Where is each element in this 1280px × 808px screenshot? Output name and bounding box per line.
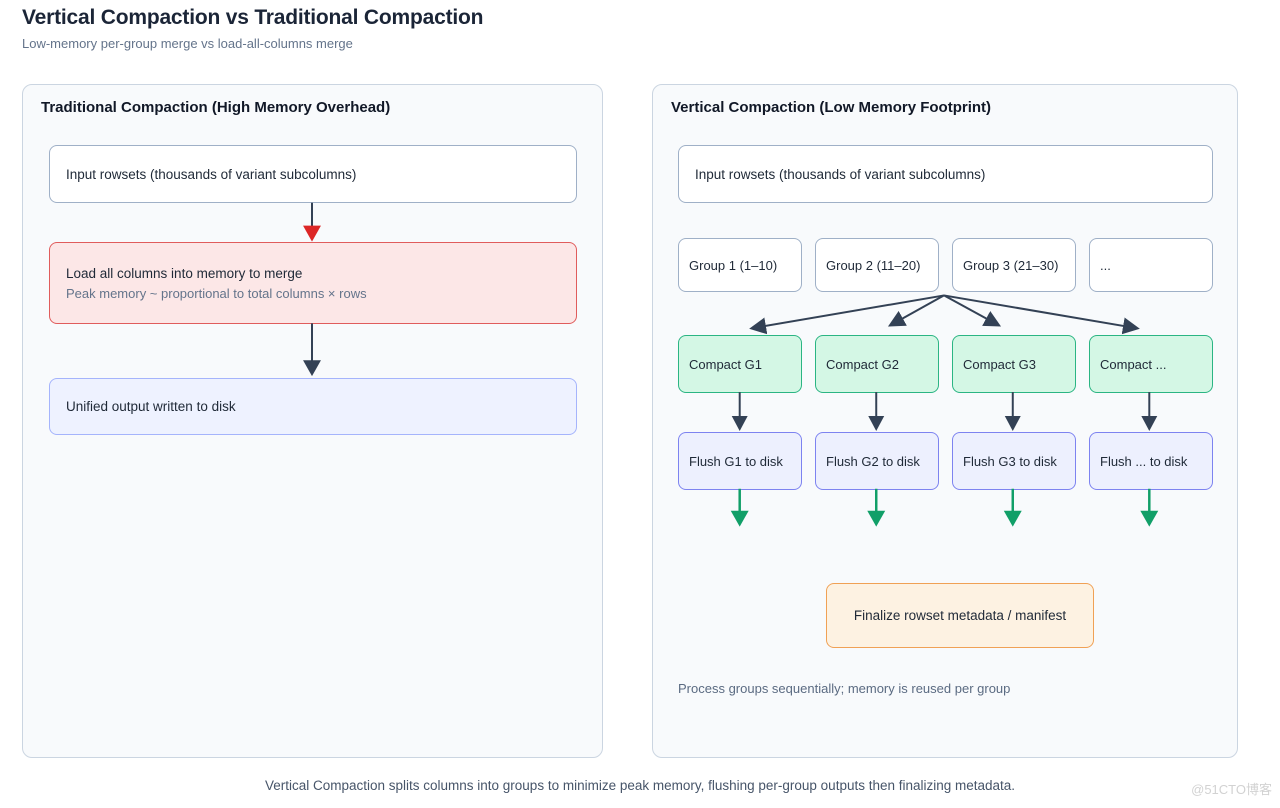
node-flush-ellipsis: Flush ... to disk [1089,432,1213,490]
node-group-1: Group 1 (1–10) [678,238,802,292]
dark-arrowhead-icon [303,360,321,377]
node-unified-output-label: Unified output written to disk [66,399,236,414]
bottom-caption: Vertical Compaction splits columns into … [264,778,1016,793]
node-group-3: Group 3 (21–30) [952,238,1076,292]
node-flush-g3: Flush G3 to disk [952,432,1076,490]
watermark: @51CTO博客 [1191,782,1272,797]
panel-traditional-title: Traditional Compaction (High Memory Over… [41,99,391,116]
sequential-note: Process groups sequentially; memory is r… [678,681,1011,696]
panel-vertical-title: Vertical Compaction (Low Memory Footprin… [671,99,992,116]
green-arrowhead-icon [730,510,749,527]
node-flush-g1: Flush G1 to disk [678,432,802,490]
node-input-rowsets-right: Input rowsets (thousands of variant subc… [678,145,1213,203]
node-finalize-metadata-label: Finalize rowset metadata / manifest [853,608,1067,623]
node-group-ellipsis: ... [1089,238,1213,292]
node-load-all-columns: Load all columns into memory to merge Pe… [49,242,577,324]
node-input-rowsets-left: Input rowsets (thousands of variant subc… [49,145,577,203]
node-group-2: Group 2 (11–20) [815,238,939,292]
page-title: Vertical Compaction vs Traditional Compa… [22,6,484,29]
node-compact-g1: Compact G1 [678,335,802,393]
node-finalize-metadata: Finalize rowset metadata / manifest [826,583,1094,648]
panel-traditional-compaction: Traditional Compaction (High Memory Over… [22,84,603,758]
red-arrowhead-icon [303,225,321,242]
page-subtitle: Low-memory per-group merge vs load-all-c… [22,36,353,51]
node-unified-output: Unified output written to disk [49,378,577,435]
node-input-rowsets-left-label: Input rowsets (thousands of variant subc… [66,166,357,182]
node-load-all-columns-title: Load all columns into memory to merge [66,265,303,281]
node-flush-g2: Flush G2 to disk [815,432,939,490]
panel-vertical-compaction: Vertical Compaction (Low Memory Footprin… [652,84,1238,758]
node-compact-g2: Compact G2 [815,335,939,393]
node-compact-g3: Compact G3 [952,335,1076,393]
node-load-all-columns-subtitle: Peak memory ~ proportional to total colu… [66,285,367,301]
node-compact-ellipsis: Compact ... [1089,335,1213,393]
node-input-rowsets-right-label: Input rowsets (thousands of variant subc… [695,166,986,182]
